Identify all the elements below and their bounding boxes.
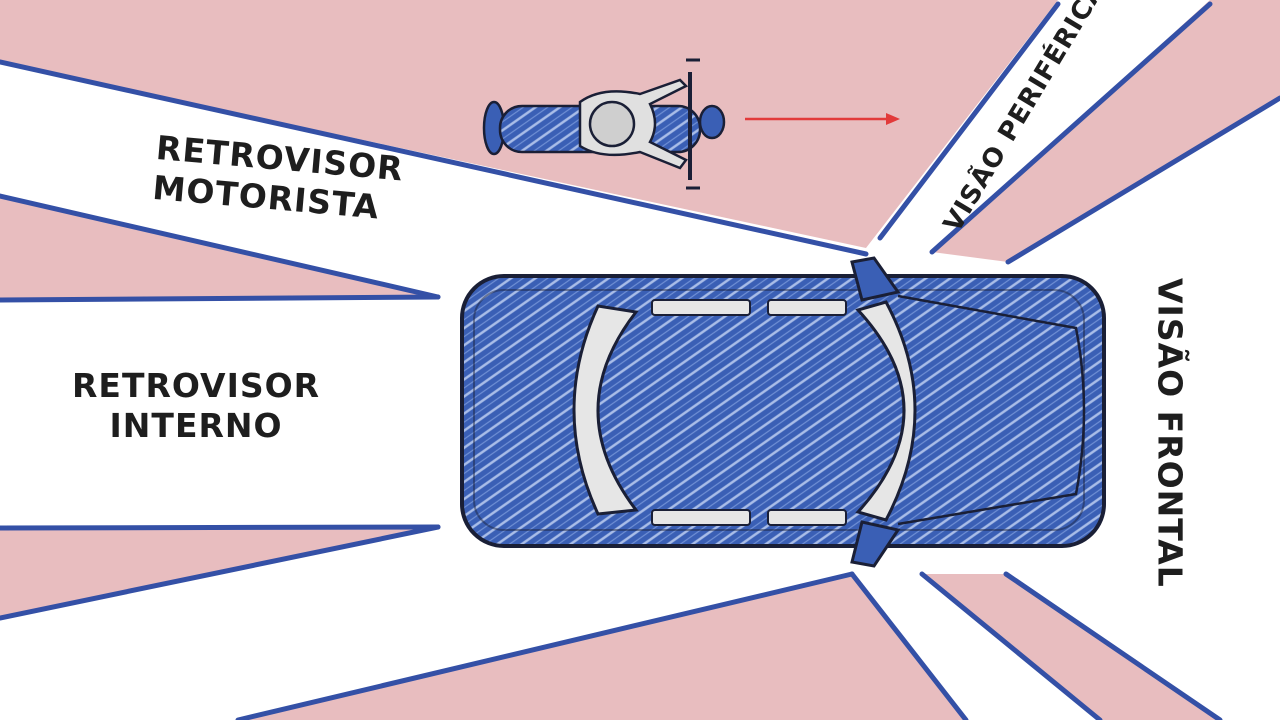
car-icon (460, 256, 1106, 568)
label-retrovisor-interno: RETROVISOR INTERNO (72, 366, 320, 445)
blind-spot-top-right (932, 0, 1280, 262)
direction-arrow-icon (745, 113, 900, 125)
blind-spot-bottom-left (238, 574, 966, 720)
label-line: RETROVISOR (72, 366, 321, 405)
blind-spot-bottom-right (922, 574, 1220, 720)
motorcycle-icon (482, 58, 726, 190)
label-line: INTERNO (109, 405, 283, 445)
label-visao-frontal: VISÃO FRONTAL (1150, 278, 1190, 588)
